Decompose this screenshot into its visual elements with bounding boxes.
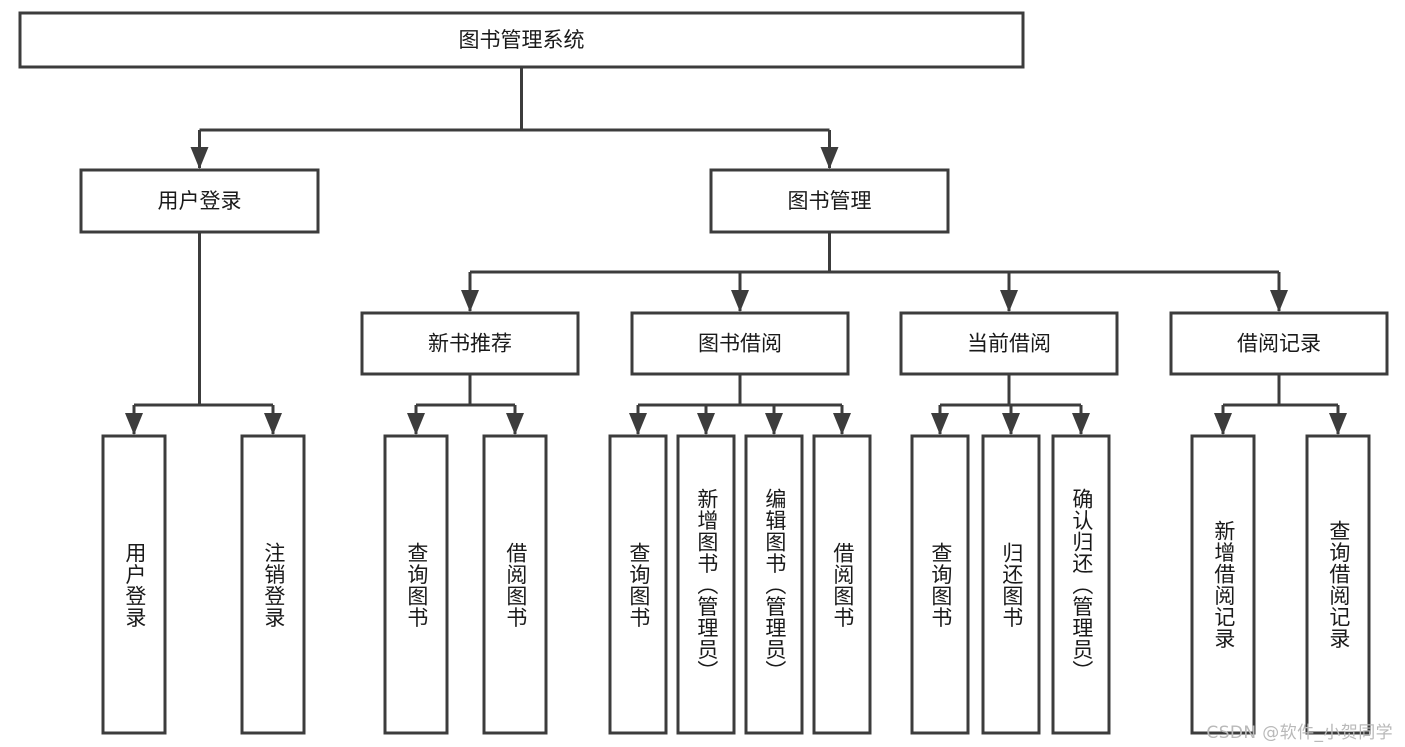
node-book-manage[interactable] xyxy=(709,168,950,234)
node-box[interactable] xyxy=(1051,434,1111,735)
node-leaf-borrow-book[interactable] xyxy=(812,434,872,735)
node-leaf-query-book-rec[interactable] xyxy=(383,434,449,735)
arrow-head-icon-leaf-return-book xyxy=(1002,413,1020,435)
arrow-head-icon-leaf-query-record xyxy=(1329,413,1347,435)
arrow-head-icon-level2-1 xyxy=(820,147,839,169)
arrow-head-icon-leaf-user-logout xyxy=(264,413,282,435)
arrow-head-icon-leaf-borrow-book-rec xyxy=(506,413,524,435)
connector-edges xyxy=(125,67,1347,435)
node-borrow-record[interactable] xyxy=(1169,311,1389,376)
node-leaf-confirm-return[interactable] xyxy=(1051,434,1111,735)
node-leaf-return-book[interactable] xyxy=(981,434,1041,735)
node-leaf-add-book[interactable] xyxy=(676,434,736,735)
node-box[interactable] xyxy=(676,434,736,735)
arrow-head-icon-leaf-user-login xyxy=(125,413,143,435)
node-box[interactable] xyxy=(240,434,306,735)
node-book-borrow[interactable] xyxy=(630,311,850,376)
node-leaf-query-record[interactable] xyxy=(1305,434,1371,735)
node-user-login[interactable] xyxy=(79,168,320,234)
arrow-head-icon-leaf-add-record xyxy=(1214,413,1232,435)
node-box[interactable] xyxy=(79,168,320,234)
node-leaf-user-logout[interactable] xyxy=(240,434,306,735)
node-leaf-query-book-borrow[interactable] xyxy=(608,434,668,735)
label-root-book-management-system: 图书管理系统 xyxy=(459,28,585,52)
node-box[interactable] xyxy=(101,434,167,735)
node-box[interactable] xyxy=(812,434,872,735)
node-leaf-user-login[interactable] xyxy=(101,434,167,735)
node-leaf-query-book-cur[interactable] xyxy=(910,434,970,735)
node-box[interactable] xyxy=(1190,434,1256,735)
arrow-head-icon-leaf-add-book xyxy=(697,413,715,435)
node-root-book-management-system[interactable] xyxy=(18,11,1025,69)
node-box[interactable] xyxy=(482,434,548,735)
node-box[interactable] xyxy=(1305,434,1371,735)
label-current-borrow: 当前借阅 xyxy=(967,332,1051,356)
arrow-head-icon-leaf-query-book-borrow xyxy=(629,413,647,435)
node-leaf-edit-book[interactable] xyxy=(744,434,804,735)
arrow-head-icon-leaf-borrow-book xyxy=(833,413,851,435)
node-box[interactable] xyxy=(910,434,970,735)
label-book-borrow: 图书借阅 xyxy=(698,332,782,356)
csdn-watermark: CSDN @软件_小贺同学 xyxy=(1206,723,1393,743)
arrow-head-icon-leaf-confirm-return xyxy=(1072,413,1090,435)
node-box[interactable] xyxy=(709,168,950,234)
node-box[interactable] xyxy=(744,434,804,735)
node-box[interactable] xyxy=(981,434,1041,735)
arrow-head-icon-level3-2 xyxy=(1000,290,1018,312)
label-new-book-recommend: 新书推荐 xyxy=(428,332,512,356)
label-book-manage: 图书管理 xyxy=(788,189,872,213)
arrow-head-icon-level3-3 xyxy=(1270,290,1288,312)
arrow-head-icon-level3-0 xyxy=(461,290,479,312)
arrow-head-icon-leaf-edit-book xyxy=(765,413,783,435)
arrow-head-icon-leaf-query-book-cur xyxy=(931,413,949,435)
node-box[interactable] xyxy=(1169,311,1389,376)
node-leaf-borrow-book-rec[interactable] xyxy=(482,434,548,735)
arrow-head-icon-level3-1 xyxy=(731,290,749,312)
arrow-head-icon-leaf-query-book-rec xyxy=(407,413,425,435)
label-borrow-record: 借阅记录 xyxy=(1237,332,1321,356)
node-box[interactable] xyxy=(383,434,449,735)
node-box[interactable] xyxy=(608,434,668,735)
arrow-head-icon-level2-0 xyxy=(190,147,209,169)
node-box[interactable] xyxy=(360,311,580,376)
node-new-book-recommend[interactable] xyxy=(360,311,580,376)
node-leaf-add-record[interactable] xyxy=(1190,434,1256,735)
node-box[interactable] xyxy=(18,11,1025,69)
node-box[interactable] xyxy=(630,311,850,376)
label-user-login: 用户登录 xyxy=(158,189,242,213)
node-current-borrow[interactable] xyxy=(899,311,1119,376)
node-boxes xyxy=(18,11,1389,735)
node-box[interactable] xyxy=(899,311,1119,376)
